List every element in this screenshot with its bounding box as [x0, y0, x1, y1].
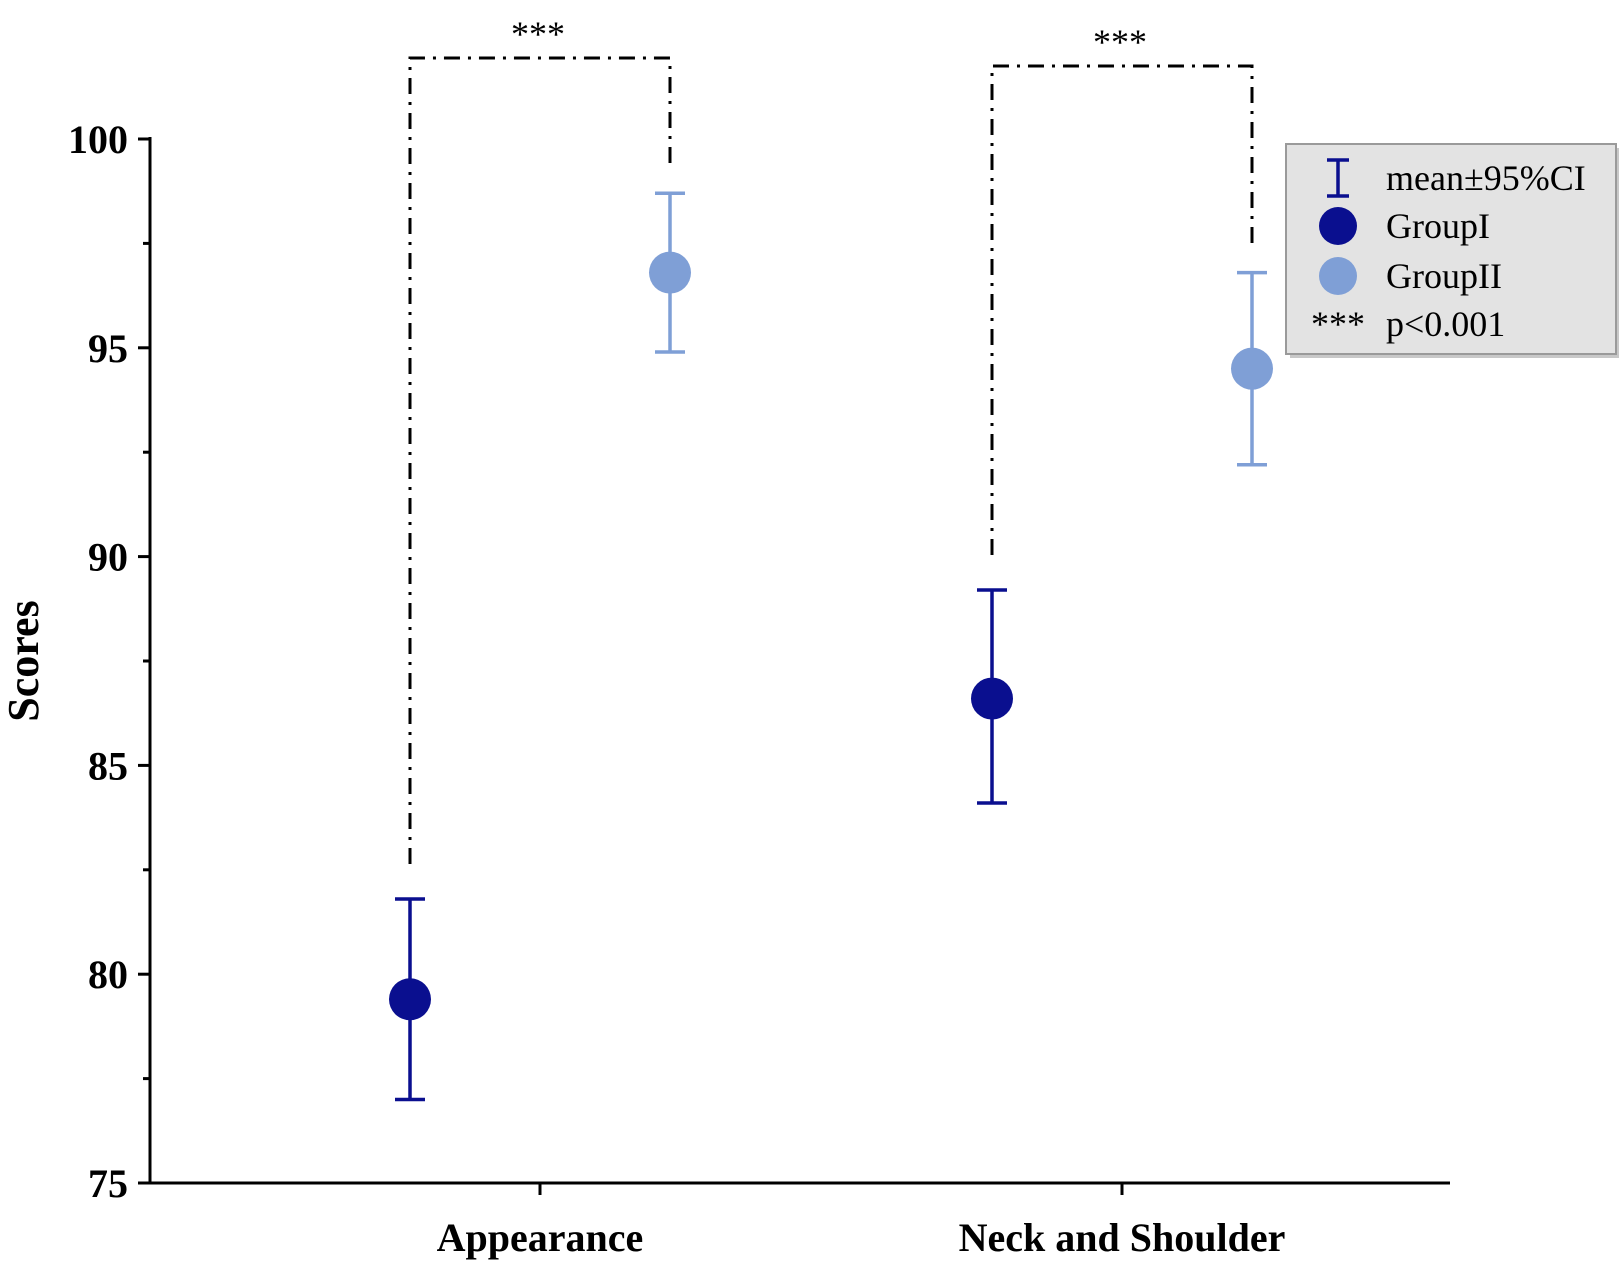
legend-marker	[1319, 207, 1357, 245]
y-tick-label: 100	[68, 117, 128, 162]
significance-bracket	[990, 64, 1254, 556]
y-tick-label: 80	[88, 952, 128, 997]
data-point	[971, 677, 1013, 720]
legend-series-label: GroupI	[1386, 206, 1490, 246]
y-tick-label: 90	[88, 535, 128, 580]
y-axis-title: Scores	[0, 600, 48, 721]
y-tick-label: 95	[88, 326, 128, 371]
x-category-label: Appearance	[437, 1215, 644, 1260]
y-tick-label: 85	[88, 743, 128, 788]
legend: mean±95%CI GroupI GroupII *** p<0.001	[1285, 143, 1619, 358]
legend-sig-symbol: ***	[1311, 304, 1365, 344]
x-category-label: Neck and Shoulder	[959, 1215, 1286, 1260]
data-point	[1231, 347, 1273, 390]
legend-series-label: GroupII	[1386, 256, 1502, 296]
data-point	[389, 978, 431, 1021]
legend-sig-label: p<0.001	[1386, 304, 1505, 344]
data-point	[649, 251, 691, 294]
significance-bracket	[408, 56, 672, 865]
significance-label: ***	[1093, 22, 1147, 62]
significance-label: ***	[511, 14, 565, 54]
legend-box	[1285, 143, 1617, 355]
significance-brackets: *** ***	[408, 14, 1254, 865]
y-tick-label: 75	[88, 1161, 128, 1206]
legend-errorbar-label: mean±95%CI	[1386, 158, 1586, 198]
data-marks	[389, 191, 1273, 1102]
legend-marker	[1319, 257, 1357, 295]
